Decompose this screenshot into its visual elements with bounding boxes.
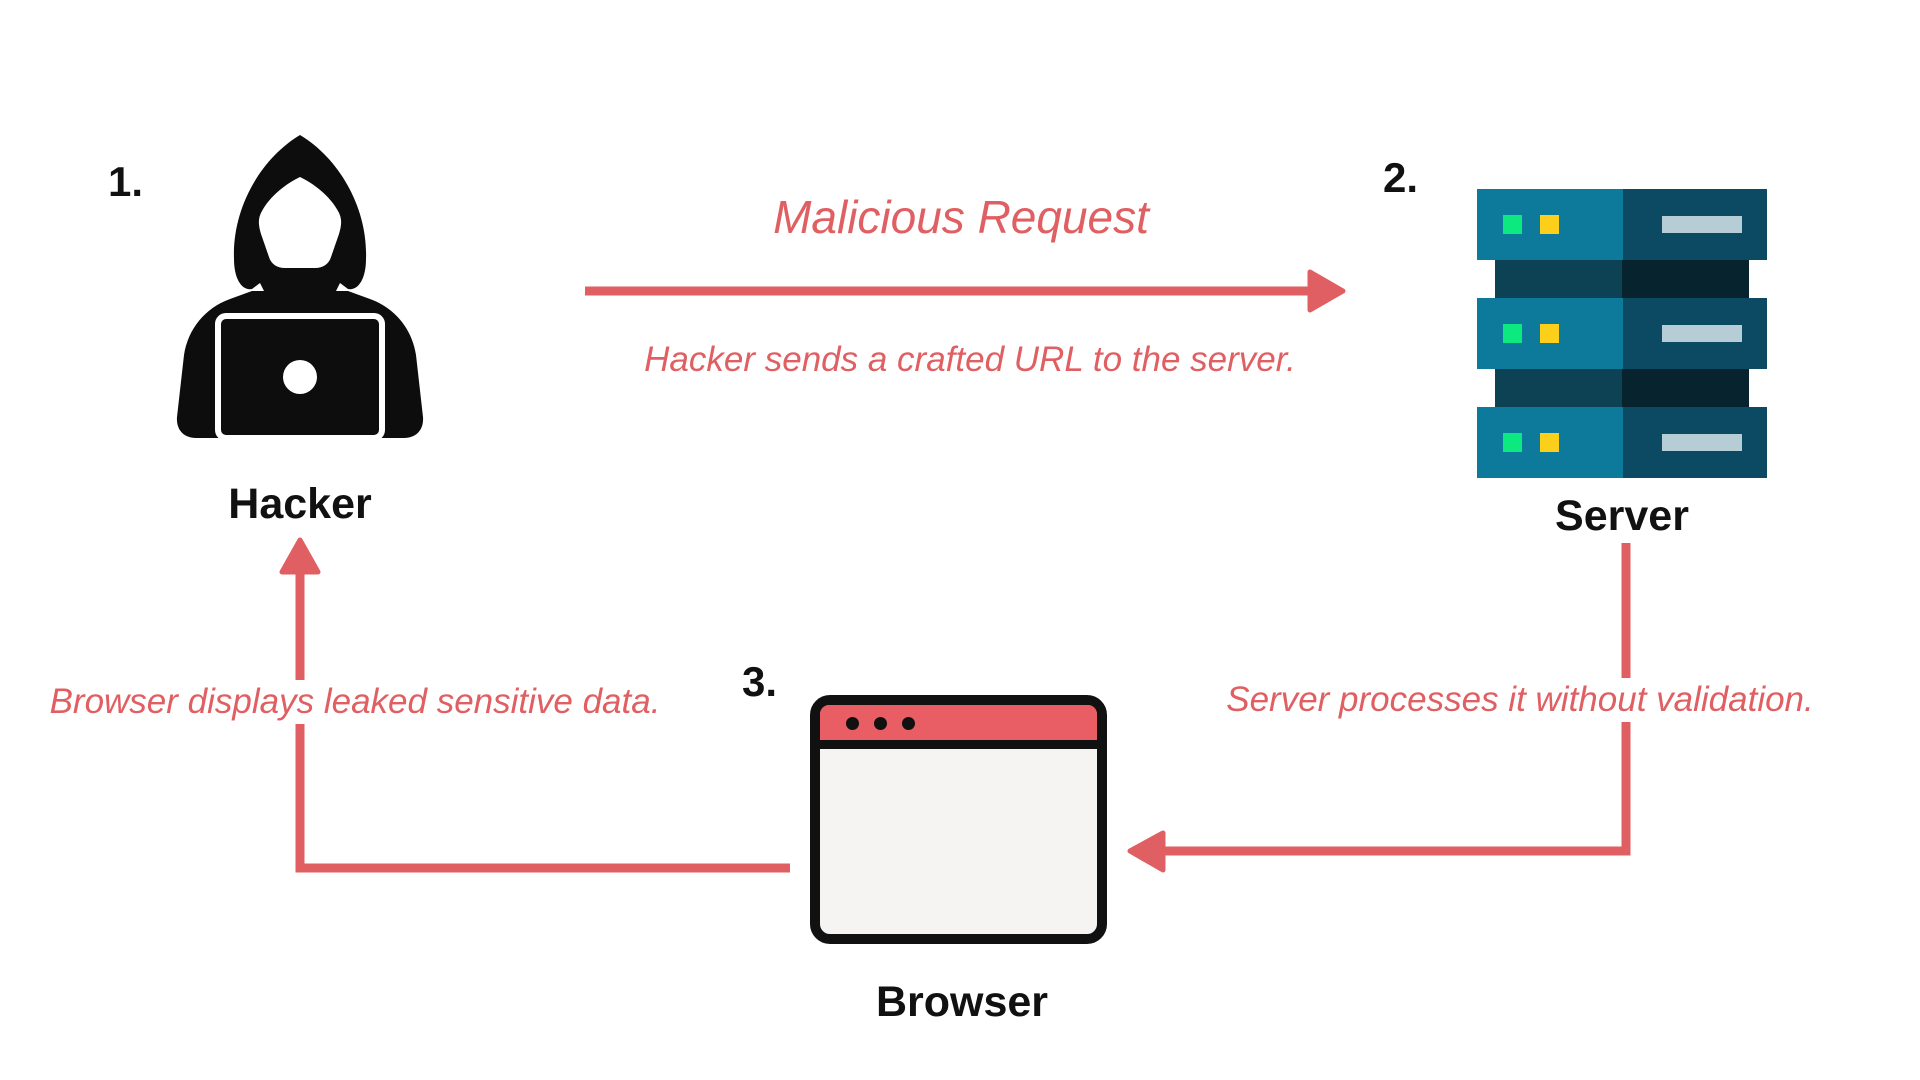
server-led-green-icon xyxy=(1503,215,1522,234)
arrow-browser-to-hacker xyxy=(279,537,790,873)
step-number-2: 2. xyxy=(1383,154,1419,201)
server-drive-slot xyxy=(1662,325,1742,342)
browser-dot-icon xyxy=(902,717,915,730)
server-connector xyxy=(1495,369,1749,407)
caption-step1: Hacker sends a crafted URL to the server… xyxy=(632,338,1308,382)
arrow-server-to-browser xyxy=(1127,543,1631,873)
server-unit xyxy=(1477,189,1767,260)
browser-titlebar xyxy=(820,705,1097,749)
browser-dot-icon xyxy=(846,717,859,730)
server-led-yellow-icon xyxy=(1540,215,1559,234)
arrow-hacker-to-server xyxy=(585,269,1346,313)
caption-step2: Server processes it without validation. xyxy=(1214,678,1826,722)
server-icon xyxy=(1477,189,1767,478)
server-led-green-icon xyxy=(1503,433,1522,452)
server-led-green-icon xyxy=(1503,324,1522,343)
server-label: Server xyxy=(1555,492,1689,540)
browser-dot-icon xyxy=(874,717,887,730)
step-number-1: 1. xyxy=(108,158,144,205)
flow-caption-malicious-request: Malicious Request xyxy=(761,188,1161,246)
server-drive-slot xyxy=(1662,216,1742,233)
browser-label: Browser xyxy=(875,978,1049,1026)
caption-step3: Browser displays leaked sensitive data. xyxy=(37,680,673,724)
server-drive-slot xyxy=(1662,434,1742,451)
server-led-yellow-icon xyxy=(1540,433,1559,452)
hacker-icon xyxy=(176,135,424,441)
server-led-yellow-icon xyxy=(1540,324,1559,343)
hacker-label: Hacker xyxy=(228,480,372,528)
browser-icon xyxy=(810,695,1107,944)
step-number-3: 3. xyxy=(742,658,778,705)
server-unit xyxy=(1477,298,1767,369)
server-connector xyxy=(1495,260,1749,298)
server-unit xyxy=(1477,407,1767,478)
